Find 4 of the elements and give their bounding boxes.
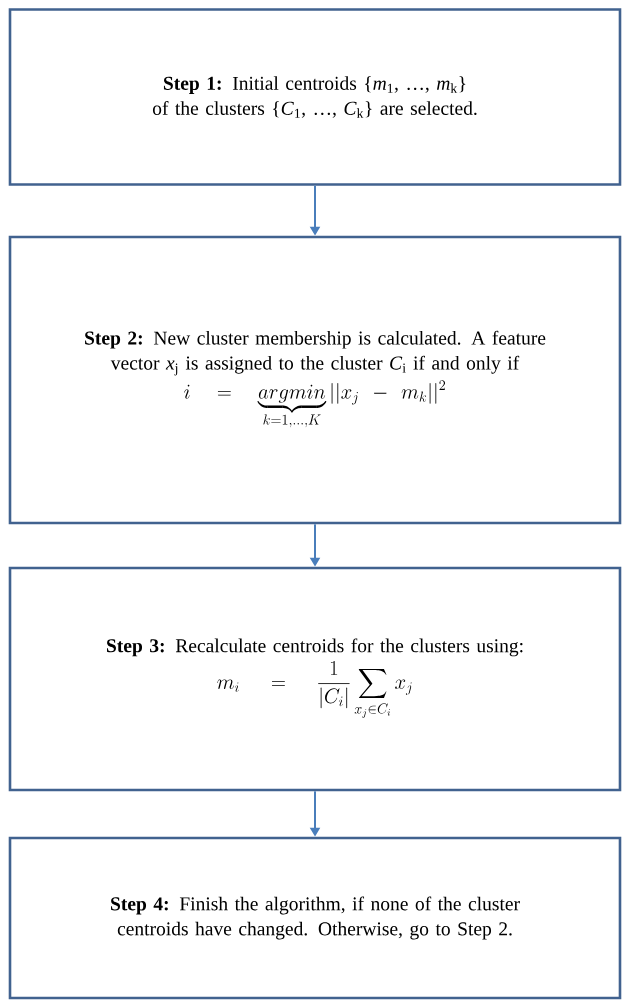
- step-box: Step 4: Finish the algorithm, if none of the cluster centroids have changed. Otherwise, go to Step 2.: [8, 836, 622, 1000]
- step-box: Step 3: Recalculate centroids for the clusters using: $m_i = \frac{1}{|C_i|} \sum_{x_j \in C_i} x_j$: [8, 566, 622, 792]
- step-box: Step 1: Initial centroids {m$_{1}$, …, m$_{k}$} of the clusters {C$_{1}$, …, C$_{k}$} are selected.: [8, 8, 622, 186]
- step-box: Step 2: New cluster membership is calculated. A feature vector x$_{j}$ is assigned to the cluster C$_{i}$ if and only if $i = \underbrace{argmin}_{k=1,\ldots,K} ||x_j - m_k||^2$: [8, 235, 622, 525]
